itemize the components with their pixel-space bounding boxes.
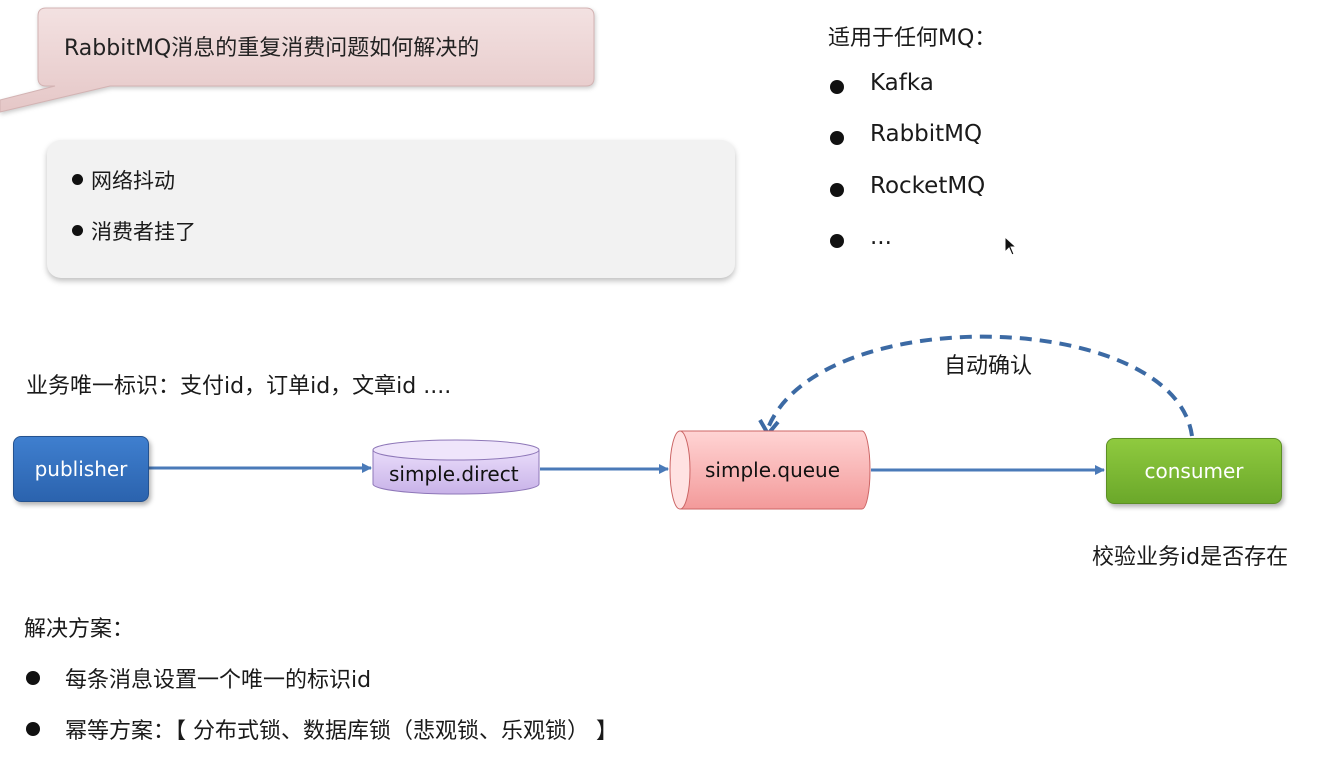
mq-list-item: Kafka: [830, 70, 934, 96]
bullet-icon: [830, 183, 844, 197]
mq-list-item: RocketMQ: [830, 173, 985, 199]
business-id-note: 业务唯一标识：支付id，订单id，文章id ....: [26, 374, 452, 399]
bullet-icon: [830, 131, 844, 145]
solutions-heading: 解决方案：: [24, 617, 135, 642]
mouse-cursor-icon: [1004, 236, 1018, 256]
verify-id-label: 校验业务id是否存在: [1092, 545, 1289, 570]
mq-heading: 适用于任何MQ：: [828, 26, 997, 51]
title-callout: [0, 7, 595, 113]
exchange-label: simple.direct: [389, 462, 519, 486]
flow-diagram: [148, 334, 1194, 510]
queue-cylinder: [669, 430, 871, 510]
publisher-node: publisher: [13, 436, 149, 502]
exchange-cylinder: [372, 439, 540, 495]
reason-item: 网络抖动: [72, 165, 175, 195]
consumer-node: consumer: [1106, 438, 1282, 504]
bullet-icon: [72, 225, 83, 236]
solution-item: 每条消息设置一个唯一的标识id: [26, 662, 371, 694]
mq-list-item: ...: [830, 224, 892, 250]
queue-label: simple.queue: [705, 458, 841, 482]
auto-ack-label: 自动确认: [944, 354, 1033, 379]
page-title: RabbitMQ消息的重复消费问题如何解决的: [64, 36, 480, 61]
bullet-icon: [26, 671, 40, 685]
mq-list-item: RabbitMQ: [830, 121, 982, 147]
reasons-box: [47, 140, 735, 278]
bullet-icon: [72, 174, 83, 185]
reason-item: 消费者挂了: [72, 216, 196, 246]
bullet-icon: [830, 234, 844, 248]
bullet-icon: [26, 722, 40, 736]
solution-item: 幂等方案：【 分布式锁、数据库锁（悲观锁、乐观锁） 】: [26, 713, 618, 745]
bullet-icon: [830, 80, 844, 94]
